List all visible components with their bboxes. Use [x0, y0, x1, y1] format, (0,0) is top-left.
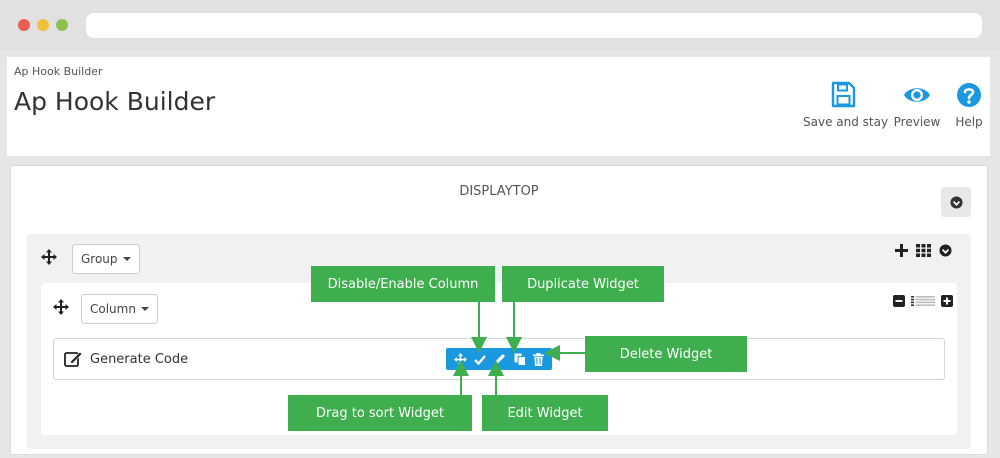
- callout-delete-widget: Delete Widget: [585, 336, 747, 372]
- trash-icon[interactable]: [533, 352, 545, 366]
- floppy-disk-icon: [831, 81, 856, 108]
- group-toolbar: [895, 244, 952, 257]
- browser-chrome: [0, 0, 1000, 50]
- move-group-icon[interactable]: [41, 249, 57, 265]
- widget-name: Generate Code: [90, 352, 189, 367]
- preview-label: Preview: [893, 115, 941, 129]
- move-icon[interactable]: [453, 352, 467, 366]
- address-bar[interactable]: [86, 13, 982, 38]
- callout-duplicate-widget: Duplicate Widget: [502, 266, 664, 302]
- save-and-stay-button[interactable]: Save and stay: [803, 81, 889, 129]
- help-button[interactable]: Help: [951, 81, 987, 129]
- column-width-icon[interactable]: [911, 296, 935, 306]
- check-icon[interactable]: [474, 354, 487, 365]
- window-close-dot[interactable]: [18, 19, 30, 31]
- page-title: Ap Hook Builder: [14, 87, 216, 116]
- preview-button[interactable]: Preview: [890, 81, 944, 129]
- eye-icon: [904, 88, 930, 102]
- copy-icon[interactable]: [514, 353, 526, 366]
- callout-disable-enable-column: Disable/Enable Column: [311, 266, 495, 302]
- column-dropdown-label: Column: [90, 302, 136, 316]
- minus-square-icon[interactable]: [893, 295, 905, 307]
- group-dropdown[interactable]: Group: [72, 244, 140, 274]
- save-and-stay-label: Save and stay: [803, 115, 889, 129]
- pencil-icon[interactable]: [494, 353, 506, 365]
- callout-drag-to-sort-widget: Drag to sort Widget: [288, 395, 472, 431]
- callout-edit-widget: Edit Widget: [482, 395, 608, 431]
- question-circle-icon: [957, 83, 981, 107]
- widget-row[interactable]: Generate Code: [53, 338, 945, 380]
- plus-square-icon[interactable]: [941, 295, 953, 307]
- grid-icon[interactable]: [916, 244, 931, 257]
- widget-toolbar: [446, 348, 552, 370]
- breadcrumb[interactable]: Ap Hook Builder: [14, 65, 103, 78]
- column-toolbar: [893, 295, 953, 307]
- collapse-hook-button[interactable]: [941, 187, 971, 217]
- page-header: Ap Hook Builder Ap Hook Builder Save and…: [7, 57, 990, 156]
- window-minimize-dot[interactable]: [37, 19, 49, 31]
- circle-arrow-down-icon: [949, 195, 963, 209]
- group-dropdown-label: Group: [81, 252, 118, 266]
- window-maximize-dot[interactable]: [56, 19, 68, 31]
- column-dropdown[interactable]: Column: [81, 294, 158, 324]
- circle-arrow-down-icon[interactable]: [939, 244, 952, 257]
- edit-square-icon: [64, 351, 83, 367]
- hook-title: DISPLAYTOP: [459, 184, 539, 199]
- plus-icon[interactable]: [895, 244, 908, 257]
- help-label: Help: [955, 115, 983, 129]
- caret-down-icon: [140, 307, 149, 311]
- move-column-icon[interactable]: [53, 299, 69, 315]
- caret-down-icon: [122, 257, 131, 261]
